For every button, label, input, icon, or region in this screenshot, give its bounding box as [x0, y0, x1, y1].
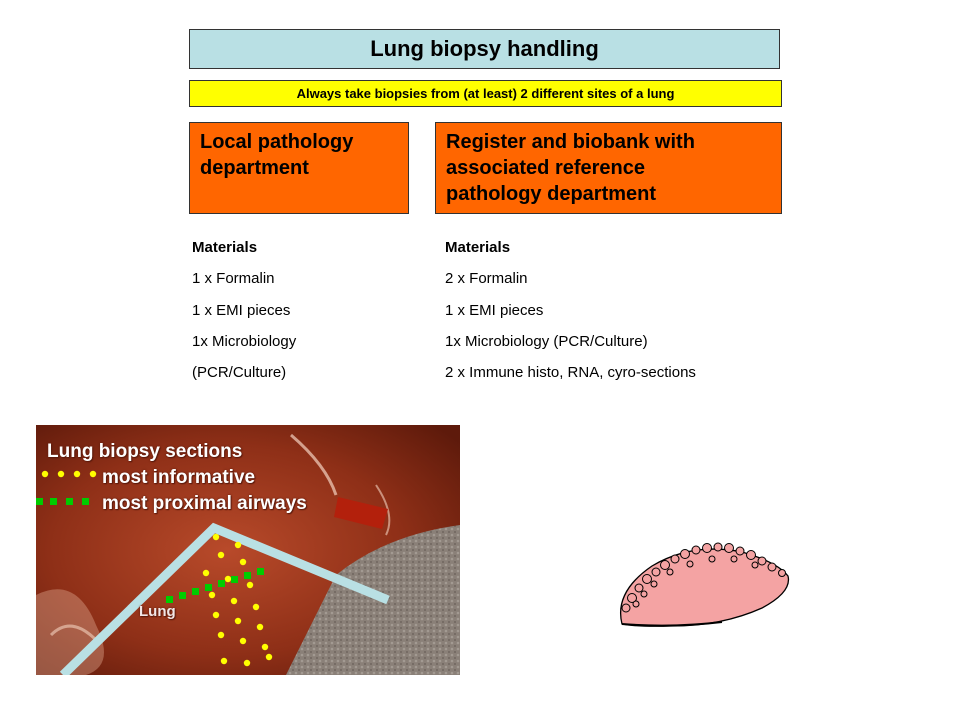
- list-item: 1 x EMI pieces: [445, 301, 544, 319]
- list-item: 1x Microbiology (PCR/Culture): [445, 332, 648, 350]
- proximal-airway-dashes: [36, 498, 264, 603]
- list-item: 1x Microbiology: [192, 332, 297, 350]
- tissue-sample-drawing: [620, 542, 790, 627]
- local-pathology-box: Local pathology department: [189, 122, 409, 214]
- legend-informative: most informative: [102, 467, 256, 488]
- informative-dots: [41, 470, 273, 667]
- red-marker: [334, 497, 388, 529]
- register-heading-line1: Register and biobank with: [446, 131, 695, 153]
- list-item: 2 x Immune histo, RNA, cyro-sections: [445, 364, 696, 382]
- register-heading-line2: associated reference: [446, 157, 646, 179]
- page-title: Lung biopsy handling: [189, 29, 780, 69]
- photo-title: Lung biopsy sections: [47, 441, 243, 462]
- local-materials-label: Materials: [192, 239, 258, 256]
- instruction-note: Always take biopsies from (at least) 2 d…: [189, 80, 782, 107]
- lung-photo-illustration: [36, 425, 460, 675]
- local-heading-line1: Local pathology: [200, 131, 354, 153]
- list-item: 1 x EMI pieces: [192, 301, 291, 319]
- lung-tissue-sample-icon: [612, 532, 797, 637]
- register-materials-list: Materials 2 x Formalin 1 x EMI pieces 1x…: [445, 232, 696, 388]
- local-materials-list: Materials 1 x Formalin 1 x EMI pieces 1x…: [192, 232, 296, 388]
- list-item: 2 x Formalin: [445, 270, 528, 288]
- register-materials-label: Materials: [445, 239, 511, 256]
- legend-proximal: most proximal airways: [102, 493, 307, 514]
- lung-biopsy-photo: Lung biopsy sections most informative mo…: [36, 425, 460, 675]
- register-heading-line3: pathology department: [446, 183, 657, 205]
- lung-label: Lung: [139, 603, 176, 620]
- list-item: 1 x Formalin: [192, 270, 275, 288]
- tissue-highlight: [375, 484, 391, 536]
- list-item: (PCR/Culture): [192, 364, 287, 382]
- tissue-highlight: [290, 433, 338, 496]
- register-biobank-box: Register and biobank with associated ref…: [435, 122, 782, 214]
- instruction-text: Always take biopsies from (at least) 2 d…: [296, 86, 675, 101]
- title-text: Lung biopsy handling: [370, 36, 599, 61]
- local-heading-line2: department: [200, 157, 309, 179]
- drape-area: [286, 525, 460, 675]
- incision-line: [59, 522, 390, 675]
- tissue-highlight: [49, 624, 98, 642]
